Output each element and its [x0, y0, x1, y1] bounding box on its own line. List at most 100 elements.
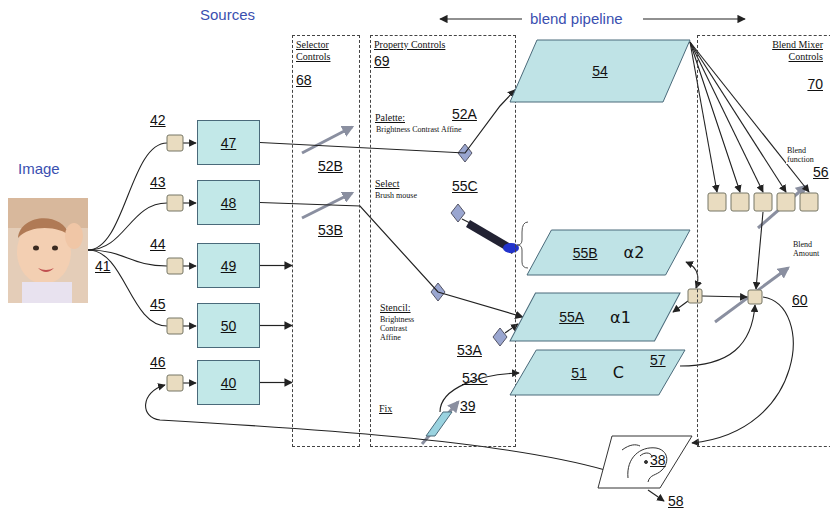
control-group: Selector Controls 68 — [292, 35, 360, 447]
callout-number: 53C — [462, 370, 488, 386]
node-label: 49 — [221, 258, 237, 274]
mixer-wire — [756, 212, 763, 289]
parallelogram-outline — [527, 230, 690, 275]
mixer-wire — [690, 42, 786, 192]
callout-number: 46 — [150, 354, 166, 370]
text-label: blend pipeline — [530, 10, 623, 27]
node-label: 55B — [573, 245, 598, 261]
baby-photo — [22, 282, 72, 303]
callout-number: 57 — [650, 352, 666, 368]
node-label: α1 — [610, 308, 631, 327]
baby-photo — [8, 198, 88, 303]
output-sketch — [622, 445, 640, 450]
control-diamond — [493, 328, 507, 346]
source-box: 49 — [197, 243, 260, 288]
text-label: Blend function — [786, 146, 830, 164]
source-wire — [88, 250, 167, 326]
text-label: Sources — [200, 6, 255, 23]
text-label: Stencil: — [380, 302, 411, 314]
mixer-junction — [688, 289, 762, 304]
callout-number: 58 — [668, 493, 684, 509]
control-group: Property Controls 69 — [370, 35, 516, 447]
blend-function-box — [731, 193, 749, 211]
node-label: 54 — [592, 63, 608, 79]
node-label: 69 — [374, 53, 390, 69]
source-wire — [183, 265, 196, 266]
switch-square — [167, 195, 183, 211]
node-label: 70 — [807, 76, 823, 92]
node-label: 55A — [559, 309, 584, 325]
mixer-wire — [648, 490, 664, 501]
blend-layer: 55Bα2 — [527, 230, 690, 275]
callout-number: 52A — [452, 106, 477, 122]
control-arrow — [715, 268, 788, 322]
source-wire — [88, 143, 167, 250]
parallelogram-outline — [510, 350, 685, 395]
node-label: 47 — [221, 135, 237, 151]
text-label: Brightness Contrast Affine — [375, 125, 463, 134]
callout-number: 56 — [812, 164, 830, 180]
connector — [260, 90, 515, 153]
callout-number: 42 — [150, 112, 166, 128]
mixer-wire — [692, 297, 793, 443]
baby-photo — [38, 268, 54, 272]
group-heading: Selector Controls — [296, 39, 356, 62]
source-box: 48 — [197, 180, 260, 225]
control-diamond — [431, 144, 507, 346]
switch-square — [167, 135, 183, 391]
connector — [260, 382, 292, 383]
text-label: Blend Amount — [792, 240, 830, 258]
callout-number: 53B — [318, 222, 343, 238]
mixer-wire — [690, 42, 809, 192]
mixer-junction — [748, 290, 762, 304]
blend-function-box — [800, 193, 818, 211]
node-content: 55A α1 — [510, 293, 680, 341]
node-content: 47 — [198, 121, 259, 164]
mixer-wire — [690, 42, 717, 192]
baby-photo — [65, 223, 83, 249]
text-label: Brightness Contrast Affine — [380, 315, 426, 343]
parallelogram-outline — [510, 40, 690, 102]
output-sketch — [598, 436, 692, 488]
source-wire — [183, 325, 196, 326]
source-box: 50 — [197, 303, 260, 348]
pipeline-arrow — [643, 18, 745, 19]
switch-square — [167, 135, 183, 151]
blend-function-box — [708, 193, 818, 211]
callout-number: 52B — [318, 158, 343, 174]
node-label: 68 — [296, 72, 312, 88]
node-content: 50 — [198, 304, 259, 347]
node-content: 48 — [198, 181, 259, 224]
blend-layer: 55A α1 — [510, 293, 680, 341]
text-label: Fix — [379, 403, 392, 415]
source-box: 40 — [197, 360, 260, 405]
brush-icon — [503, 243, 519, 253]
mixer-wire — [702, 296, 747, 297]
node-label: C — [613, 363, 624, 382]
callout-number: 45 — [150, 296, 166, 312]
output-sketch — [628, 448, 667, 482]
baby-photo — [52, 246, 58, 251]
callout-number: 53A — [457, 342, 482, 358]
node-label: 50 — [221, 318, 237, 334]
node-content: Property Controls 69 — [371, 36, 515, 446]
baby-photo — [8, 198, 88, 303]
callout-number: 41 — [95, 258, 111, 274]
output-sketch — [645, 461, 648, 464]
callout-number: 38 — [650, 452, 666, 468]
baby-photo — [33, 246, 39, 251]
text-label: Palette: — [375, 112, 405, 124]
callout-number: 39 — [460, 398, 476, 414]
callout-number: 43 — [150, 174, 166, 190]
mixer-wire — [680, 305, 755, 366]
switch-square — [167, 375, 183, 391]
parallelogram-shape — [510, 293, 680, 341]
control-arrow — [302, 127, 806, 444]
source-box: 47 — [197, 120, 260, 165]
blend-function-box — [777, 193, 795, 211]
node-content: 40 — [198, 361, 259, 404]
source-wire — [183, 382, 196, 383]
blend-function-box — [754, 193, 772, 211]
group-heading: Property Controls — [374, 39, 445, 51]
